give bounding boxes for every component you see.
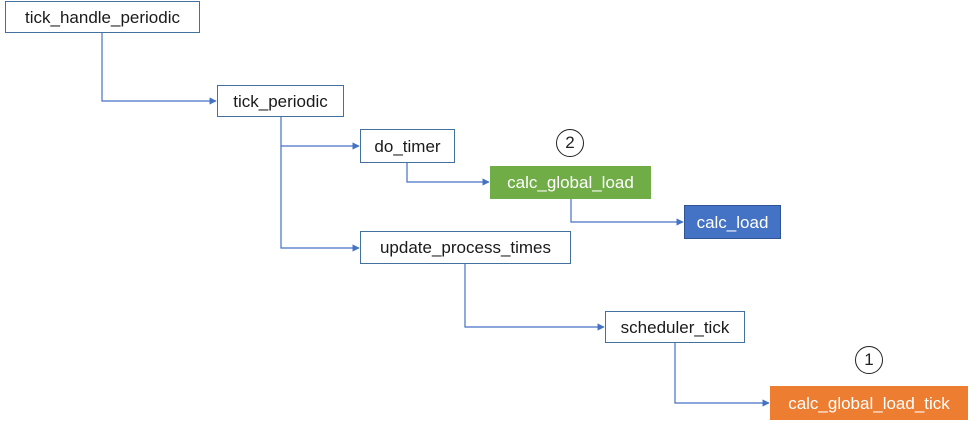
node-scheduler-tick: scheduler_tick: [605, 311, 745, 343]
node-tick-periodic: tick_periodic: [217, 85, 344, 117]
edge-do-timer-to-calc-global-load: [406, 163, 490, 186]
node-calc-load: calc_load: [684, 205, 781, 239]
edge-tick-periodic-to-update-process-times: [280, 146, 360, 252]
node-update-process-times: update_process_times: [360, 231, 571, 264]
node-calc-global-load-tick: calc_global_load_tick: [770, 386, 968, 420]
marker-one: 1: [855, 346, 883, 374]
edge-update-process-times-to-scheduler-tick: [464, 264, 605, 331]
node-tick-handle-periodic: tick_handle_periodic: [5, 1, 200, 33]
marker-two: 2: [556, 129, 584, 157]
node-do-timer: do_timer: [360, 129, 455, 163]
edge-tick-periodic-to-do-timer: [280, 117, 360, 150]
edge-scheduler-tick-to-calc-global-load-tick: [674, 343, 770, 407]
node-calc-global-load: calc_global_load: [490, 166, 651, 199]
edge-calc-global-load-to-calc-load: [570, 199, 684, 226]
edge-tick-handle-periodic-to-tick-periodic: [101, 33, 217, 105]
